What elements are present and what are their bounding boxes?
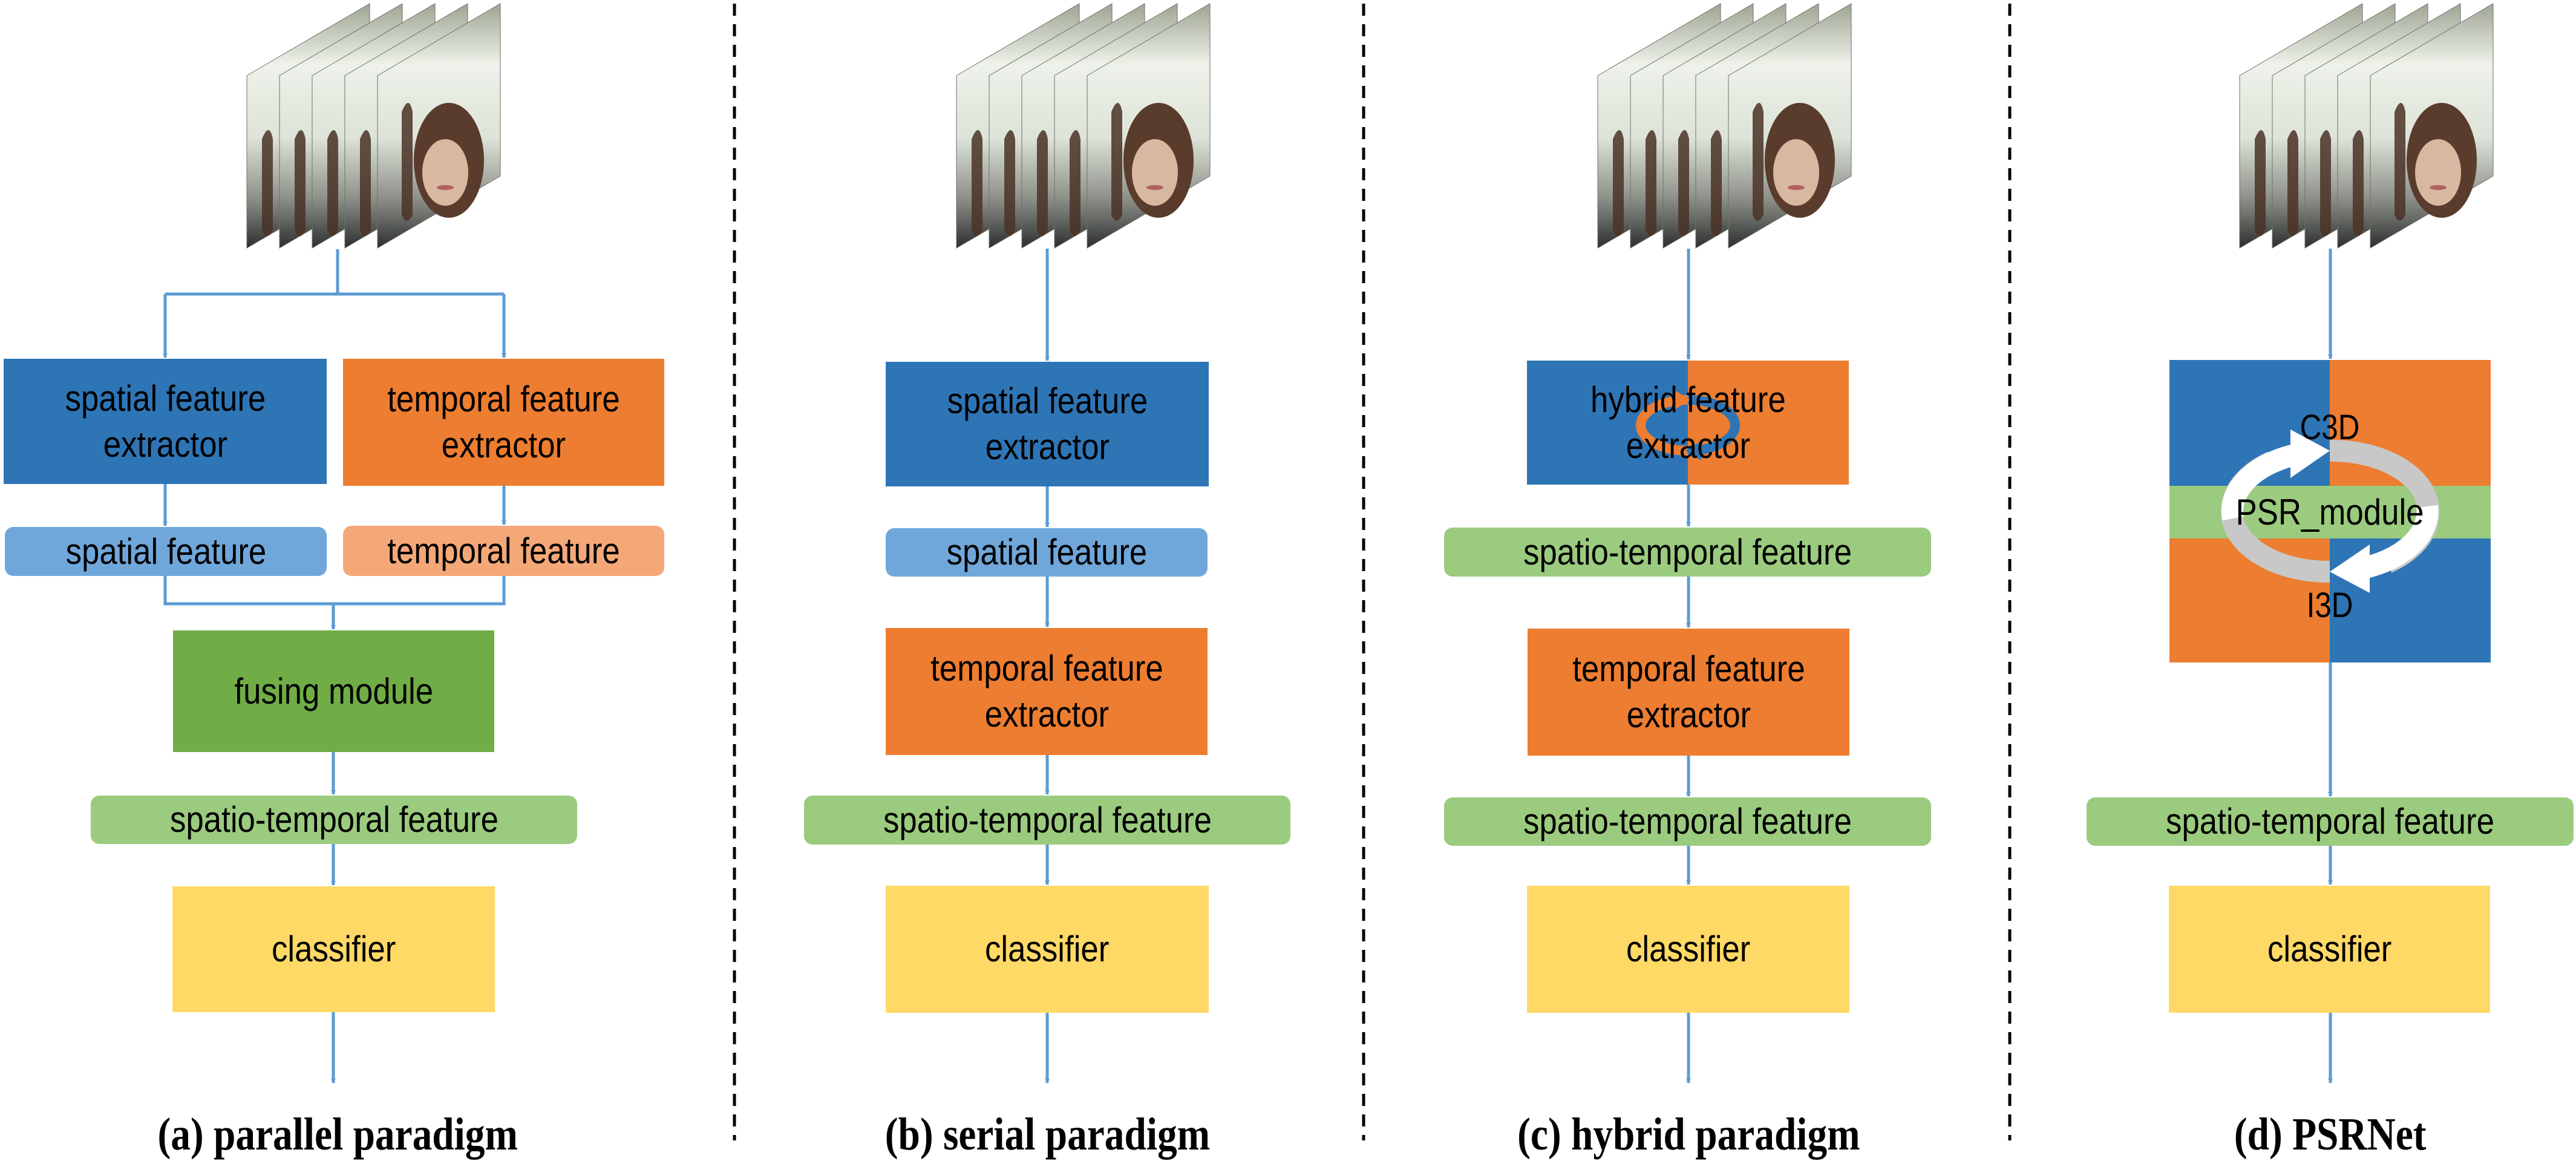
c-st-feature-2: spatio-temporal feature	[1444, 797, 1931, 846]
b-st-feature: spatio-temporal feature	[804, 796, 1290, 845]
hair-silhouette	[402, 103, 413, 221]
b-caption: (b) serial paradigm	[805, 1108, 1289, 1160]
connectors	[163, 249, 2333, 1084]
b-caption-text: (b) serial paradigm	[884, 1108, 1210, 1160]
d-arrow-c3d	[2221, 443, 2302, 521]
a-spatial-extractor-label: spatial feature extractor	[65, 378, 266, 465]
d-classifier-label: classifier	[2267, 929, 2392, 969]
frame-stack-b	[956, 3, 1211, 249]
c-st-feature-2-label: spatio-temporal feature	[1523, 801, 1852, 842]
a-temporal-feature-label: temporal feature	[387, 530, 620, 571]
b-classifier: classifier	[886, 886, 1209, 1013]
c-caption: (c) hybrid paradigm	[1447, 1108, 1930, 1160]
panel-dividers	[733, 4, 2012, 1140]
c-temporal-extractor: temporal feature extractor	[1528, 629, 1849, 756]
hair-silhouette	[1111, 103, 1122, 221]
mouth-icon	[1146, 185, 1163, 190]
d-arrow-i3d-head	[2330, 545, 2370, 593]
b-classifier-label: classifier	[985, 929, 1110, 969]
hair-silhouette	[1646, 130, 1656, 236]
b-st-feature-label: spatio-temporal feature	[883, 799, 1212, 840]
hair-silhouette	[1004, 130, 1015, 236]
hair-silhouette	[2395, 103, 2405, 221]
hair-silhouette	[295, 130, 306, 236]
hair-silhouette	[2287, 130, 2298, 236]
b-spatial-extractor: spatial feature extractor	[886, 362, 1209, 486]
hair-silhouette	[972, 130, 982, 236]
a-temporal-extractor: temporal feature extractor	[343, 359, 664, 486]
d-psr-module-label: PSR_module	[2235, 492, 2424, 532]
c-st-feature-1-label: spatio-temporal feature	[1523, 531, 1852, 572]
c-hybrid-extractor-text-layer: hybrid feature extractor	[1527, 361, 1849, 485]
face-icon	[2415, 139, 2461, 206]
b-spatial-feature-label: spatial feature	[946, 532, 1147, 572]
a-merge-line	[163, 576, 506, 606]
a-caption-text: (a) parallel paradigm	[157, 1108, 518, 1160]
a-classifier-label: classifier	[271, 929, 396, 969]
c-classifier: classifier	[1527, 886, 1849, 1013]
a-fusing-module-label: fusing module	[234, 670, 433, 711]
hair-silhouette	[1711, 130, 1722, 236]
hair-silhouette	[262, 130, 273, 236]
d-arrow-c3d-head	[2290, 430, 2330, 478]
a-temporal-extractor-label: temporal feature extractor	[387, 379, 620, 465]
d-st-feature: spatio-temporal feature	[2087, 797, 2574, 846]
d-cycle-icon	[2220, 430, 2440, 593]
c-st-feature-1: spatio-temporal feature	[1444, 528, 1931, 577]
mouth-icon	[437, 185, 454, 190]
c-caption-text: (c) hybrid paradigm	[1517, 1108, 1860, 1160]
c-hybrid-extractor-label-top: hybrid feature extractor	[1590, 379, 1786, 466]
frame-stack-c	[1597, 3, 1852, 249]
d-i3d-label: I3D	[2306, 586, 2353, 625]
hair-silhouette	[1613, 130, 1624, 236]
frame-stack-a	[246, 3, 501, 249]
face-icon	[1132, 139, 1178, 206]
a-temporal-feature: temporal feature	[343, 526, 664, 576]
face-icon	[1773, 139, 1819, 206]
hair-silhouette	[2320, 130, 2331, 236]
b-spatial-extractor-label: spatial feature extractor	[947, 381, 1148, 467]
a-fusing-module: fusing module	[173, 630, 494, 752]
b-spatial-feature: spatial feature	[886, 528, 1208, 577]
b-temporal-extractor-label: temporal feature extractor	[930, 648, 1163, 734]
b-temporal-extractor: temporal feature extractor	[886, 628, 1208, 755]
d-classifier: classifier	[2169, 886, 2490, 1013]
hair-silhouette	[2353, 130, 2364, 236]
d-st-feature-label: spatio-temporal feature	[2166, 801, 2494, 842]
frame-stack-d	[2239, 3, 2494, 249]
input-frame-stacks	[246, 3, 2494, 249]
hair-silhouette	[1753, 103, 1764, 221]
a-spatial-extractor: spatial feature extractor	[4, 359, 327, 484]
c-temporal-extractor-label: temporal feature extractor	[1572, 649, 1805, 735]
a-st-feature: spatio-temporal feature	[91, 796, 577, 844]
hair-silhouette	[1678, 130, 1689, 236]
d-arrow-i3d	[2358, 505, 2439, 580]
a-spatial-feature: spatial feature	[5, 527, 327, 576]
c-classifier-label: classifier	[1626, 929, 1751, 969]
d-caption: (d) PSRNet	[2088, 1108, 2572, 1160]
mouth-icon	[2430, 185, 2447, 190]
hair-silhouette	[327, 130, 338, 236]
hair-silhouette	[2255, 130, 2266, 236]
d-c3d-label: C3D	[2300, 408, 2360, 447]
mouth-icon	[1788, 185, 1805, 190]
d-caption-text: (d) PSRNet	[2234, 1108, 2427, 1160]
hair-silhouette	[1070, 130, 1080, 236]
a-caption: (a) parallel paradigm	[96, 1108, 580, 1160]
d-psr-block: C3D PSR_module I3D	[2169, 360, 2491, 662]
hair-silhouette	[1037, 130, 1048, 236]
a-st-feature-label: spatio-temporal feature	[169, 799, 499, 840]
a-spatial-feature-label: spatial feature	[65, 531, 266, 572]
hair-silhouette	[360, 130, 371, 236]
a-classifier: classifier	[172, 886, 495, 1012]
face-icon	[422, 139, 468, 206]
